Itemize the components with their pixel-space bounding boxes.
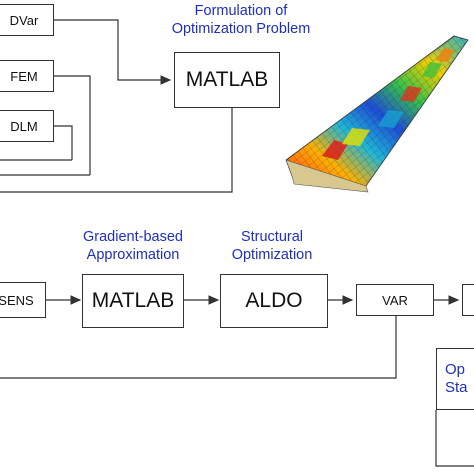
dlm-label: DLM (10, 118, 38, 134)
var-box: VAR (356, 284, 434, 316)
gradient-caption-line2: Approximation (86, 247, 180, 263)
fem-label: FEM (10, 68, 38, 84)
formulation-caption: Formulation of Optimization Problem (146, 2, 336, 38)
structural-caption: Structural Optimization (202, 228, 342, 264)
aldo-box: ALDO (220, 274, 328, 328)
dvar-label: DVar (9, 12, 39, 28)
formulation-caption-line2: Optimization Problem (171, 21, 311, 37)
sens-box: SENS (0, 282, 46, 318)
dvar-box: DVar (0, 4, 54, 36)
right-lower-connector (435, 410, 474, 467)
operating-state-box-partial: Op Sta (436, 348, 474, 410)
bottom-matlab-label: MATLAB (91, 289, 175, 312)
structural-caption-line2: Optimization (231, 247, 313, 263)
top-matlab-box: MATLAB (174, 52, 280, 108)
dlm-link-line (54, 125, 73, 160)
gradient-caption: Gradient-based Approximation (58, 228, 208, 264)
next-box-partial (462, 284, 474, 316)
top-matlab-label: MATLAB (185, 68, 269, 91)
top-matlab-feedback-line (0, 108, 233, 193)
var-label: VAR (382, 292, 408, 308)
aldo-label: ALDO (245, 289, 303, 312)
dvar-to-matlab-arrow (54, 19, 172, 85)
structural-caption-line1: Structural (240, 229, 304, 245)
var-feedback-line (0, 315, 397, 379)
dlm-box: DLM (0, 110, 54, 142)
wing-fe-model-image (285, 35, 469, 193)
bottom-matlab-box: MATLAB (82, 274, 184, 328)
sens-label: SENS (0, 292, 34, 308)
gradient-caption-line1: Gradient-based (83, 229, 183, 245)
op-caption-line2: Sta (445, 379, 468, 396)
fem-link-line (54, 75, 91, 175)
formulation-caption-line1: Formulation of (194, 3, 288, 19)
fem-box: FEM (0, 60, 54, 92)
op-caption-line1: Op (445, 361, 466, 378)
